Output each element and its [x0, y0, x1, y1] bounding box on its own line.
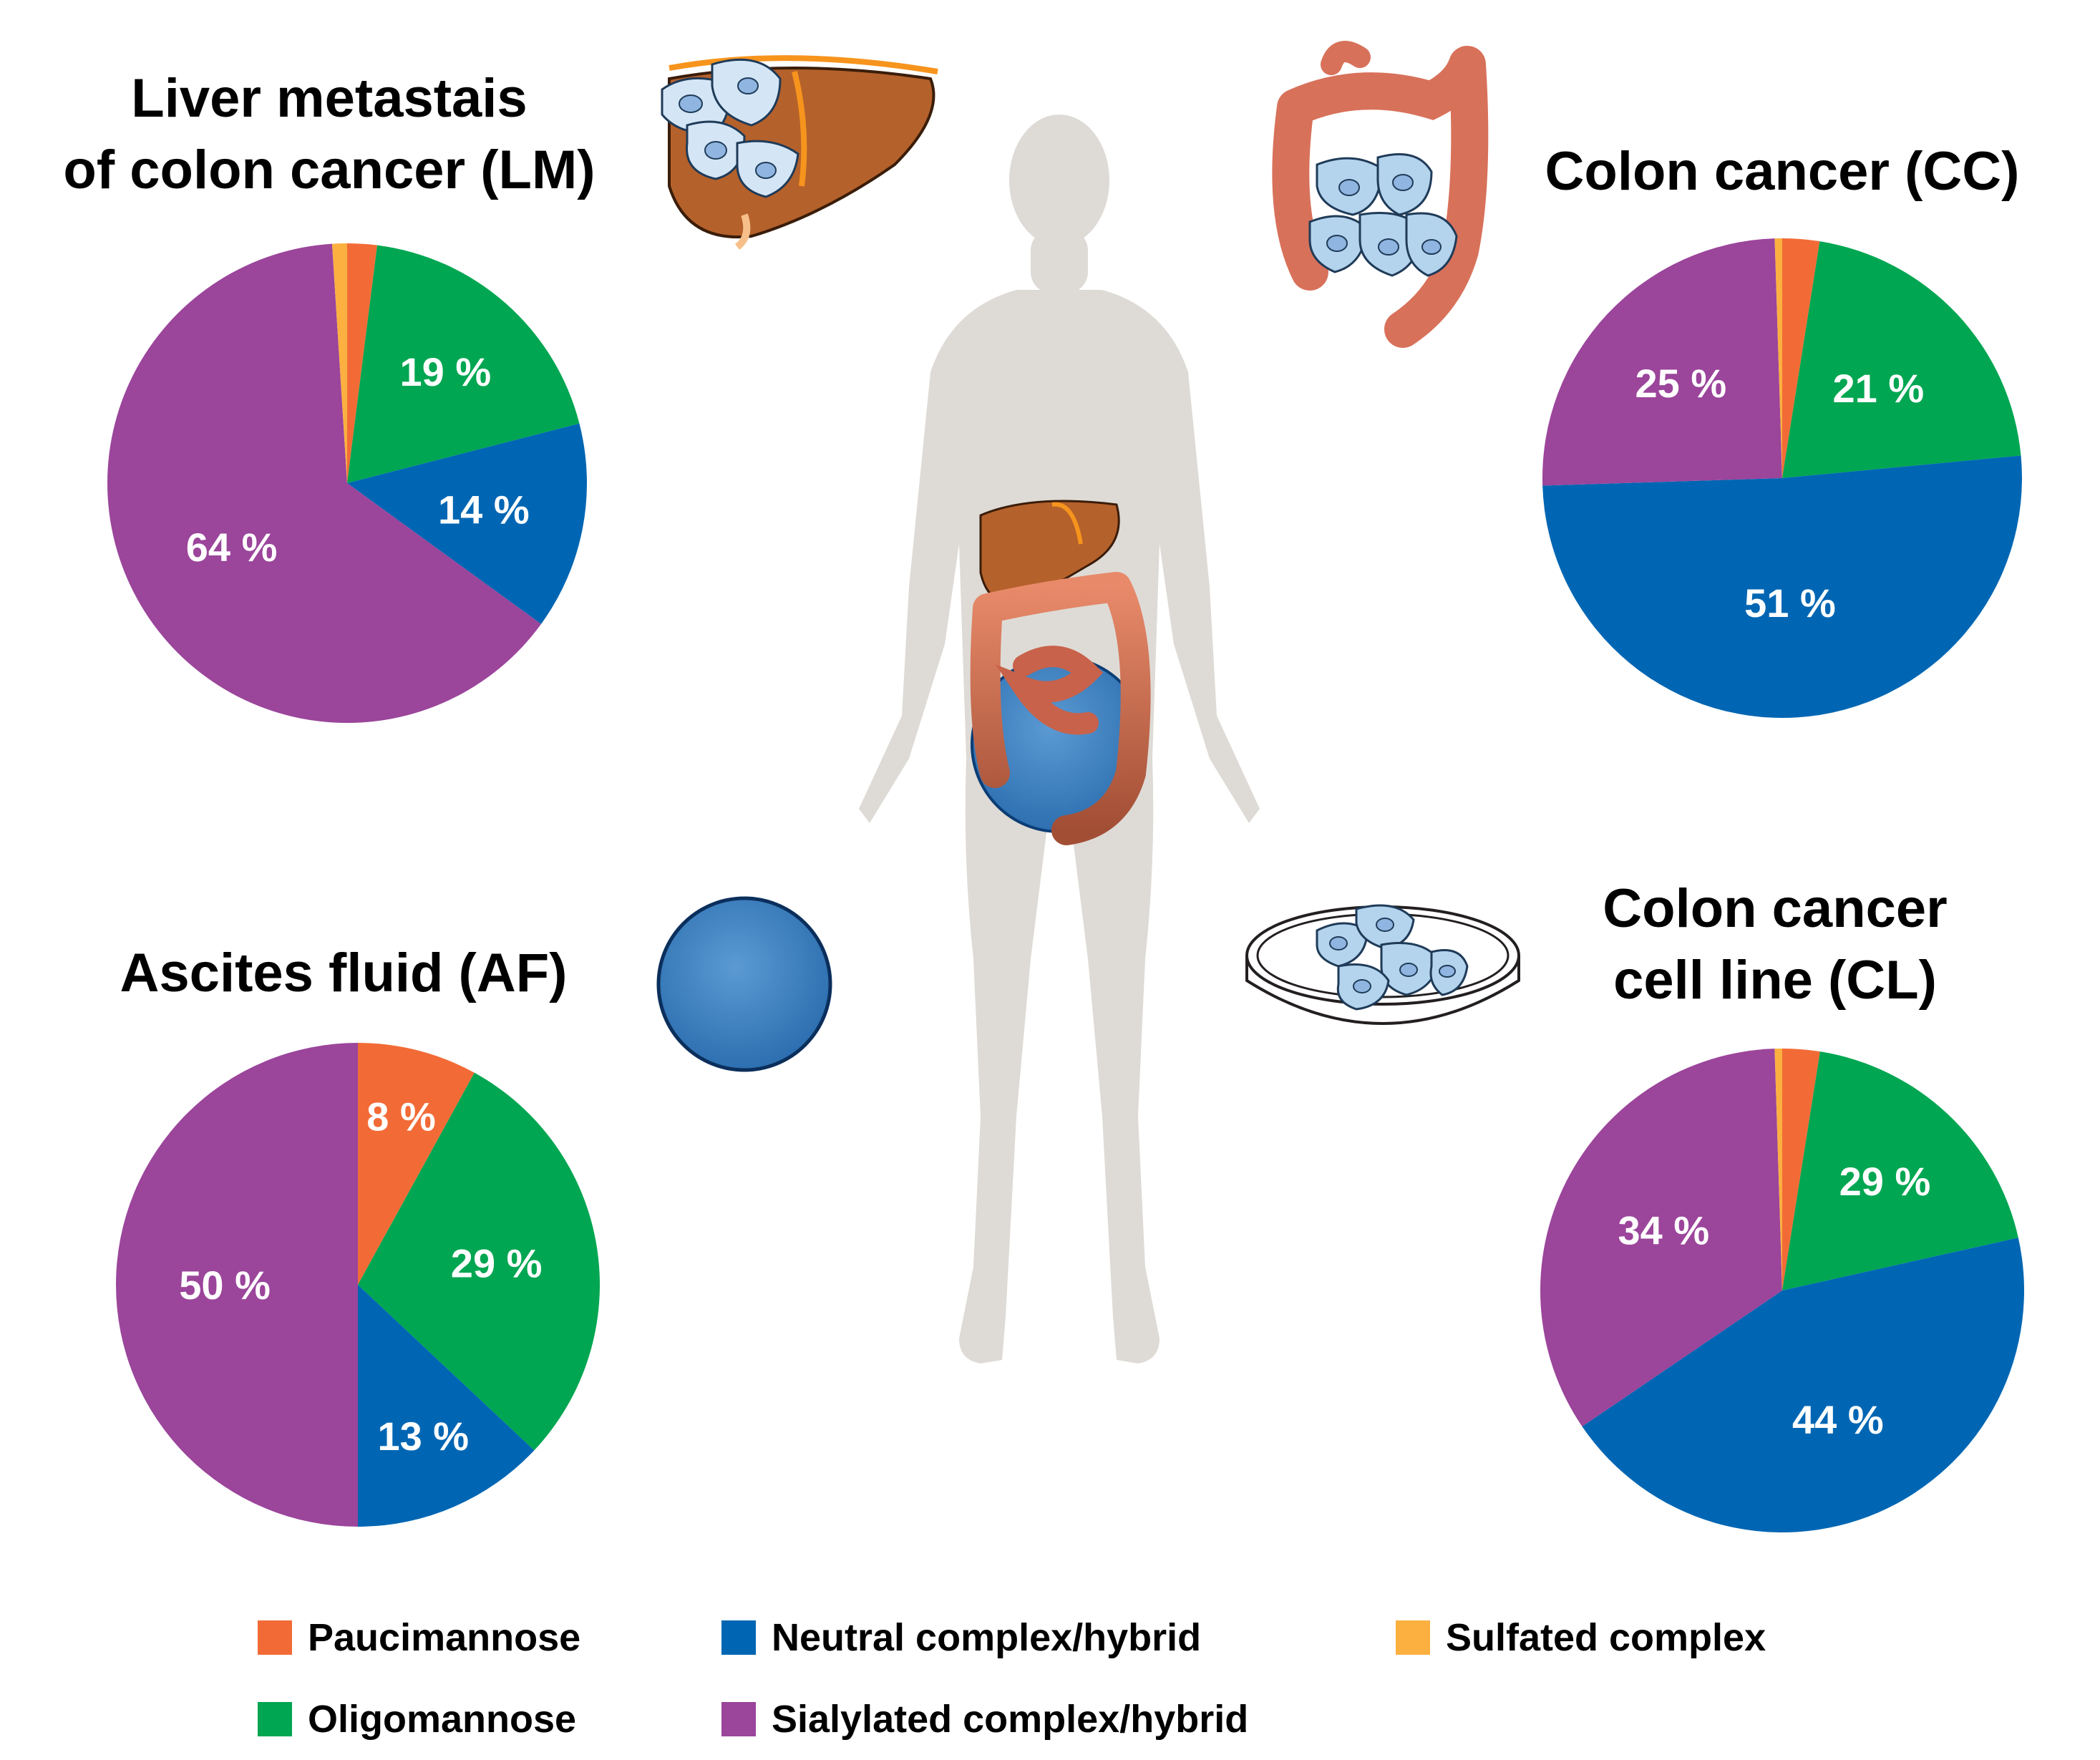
pie-slice-sialylated-complex-hybrid [116, 1043, 358, 1527]
legend-swatch [258, 1620, 292, 1655]
legend-label: Paucimannose [308, 1616, 581, 1659]
pie-data-label: 44 % [1792, 1397, 1884, 1442]
pie-data-label: 13 % [377, 1414, 469, 1459]
legend-swatch [1396, 1620, 1430, 1655]
pie-chart-af: 8 % 29 % 13 % 50 % [116, 1043, 601, 1527]
liver-illustration [661, 55, 938, 250]
pie-slice-oligomannose [358, 1072, 601, 1451]
pie-slice-sulfated-complex [1774, 238, 1782, 478]
legend-item-sulfated: Sulfated complex [1396, 1616, 1766, 1659]
title-cc-line-1: Colon cancer (CC) [1545, 141, 2020, 202]
pie-slice-neutral-complex-hybrid [1582, 1238, 2024, 1533]
pie-chart-cc: 21 % 51 % 25 % [1542, 238, 2023, 719]
title-cc: Colon cancer (CC) [1482, 136, 2083, 208]
title-af-line-1: Ascites fluid (AF) [120, 943, 568, 1003]
pie-slice-paucimannose [347, 243, 377, 483]
body-organs-illustration [970, 500, 1151, 845]
title-cl: Colon cancer cell line (CL) [1474, 873, 2076, 1016]
pie-data-label: 25 % [1635, 361, 1727, 406]
ascites-fluid-illustration [656, 896, 832, 1072]
colon-illustration [1272, 41, 1489, 348]
title-cl-line-2: cell line (CL) [1613, 950, 1937, 1011]
title-lm-line-1: Liver metastais [131, 68, 528, 129]
legend-swatch [721, 1702, 756, 1736]
title-cl-line-1: Colon cancer [1603, 878, 1948, 939]
legend-item-oligomannose: Oligomannose [258, 1698, 576, 1741]
pie-data-label: 64 % [186, 525, 278, 570]
pie-chart-cl: 29 % 44 % 34 % [1540, 1049, 2024, 1533]
legend-item-paucimannose: Paucimannose [258, 1616, 580, 1659]
pie-slice-paucimannose [358, 1043, 475, 1285]
pie-slice-oligomannose [347, 245, 580, 483]
pie-chart-lm: 19 % 14 % 64 % [107, 243, 587, 724]
legend-label: Sulfated complex [1446, 1616, 1766, 1659]
title-lm: Liver metastais of colon cancer (LM) [43, 63, 616, 206]
legend-item-sialylated: Sialylated complex/hybrid [721, 1698, 1248, 1741]
legend-label: Neutral complex/hybrid [772, 1616, 1202, 1659]
pie-slice-sialylated-complex-hybrid [1540, 1049, 1782, 1426]
pie-data-label: 29 % [451, 1240, 543, 1285]
pie-data-label: 50 % [179, 1263, 271, 1308]
pie-data-label: 8 % [366, 1094, 436, 1139]
pie-slice-neutral-complex-hybrid [1542, 455, 2023, 719]
pie-slice-oligomannose [1782, 241, 2021, 478]
legend-swatch [258, 1702, 292, 1736]
pie-slice-sialylated-complex-hybrid [107, 243, 542, 724]
pie-slice-sialylated-complex-hybrid [1542, 238, 1782, 486]
pie-data-label: 19 % [400, 349, 492, 394]
legend-label: Sialylated complex/hybrid [772, 1698, 1249, 1741]
pie-slice-paucimannose [1782, 1049, 1820, 1290]
title-af: Ascites fluid (AF) [72, 938, 616, 1009]
legend-swatch [721, 1620, 756, 1655]
pie-slice-sulfated-complex [1774, 1049, 1782, 1290]
pie-slice-oligomannose [1782, 1051, 2018, 1290]
title-lm-line-2: of colon cancer (LM) [63, 140, 596, 200]
pie-slice-neutral-complex-hybrid [347, 423, 587, 624]
legend-label: Oligomannose [308, 1698, 577, 1741]
pie-slice-sulfated-complex [331, 243, 347, 483]
legend-item-neutral: Neutral complex/hybrid [721, 1616, 1201, 1659]
pie-slice-neutral-complex-hybrid [358, 1285, 535, 1527]
pie-data-label: 14 % [438, 487, 530, 532]
pie-slice-paucimannose [1782, 238, 1820, 478]
pie-data-label: 21 % [1832, 366, 1924, 411]
pie-data-label: 51 % [1744, 580, 1836, 626]
petri-dish-illustration [1245, 904, 1520, 1025]
pie-data-label: 29 % [1839, 1159, 1931, 1204]
pie-data-label: 34 % [1618, 1208, 1710, 1253]
